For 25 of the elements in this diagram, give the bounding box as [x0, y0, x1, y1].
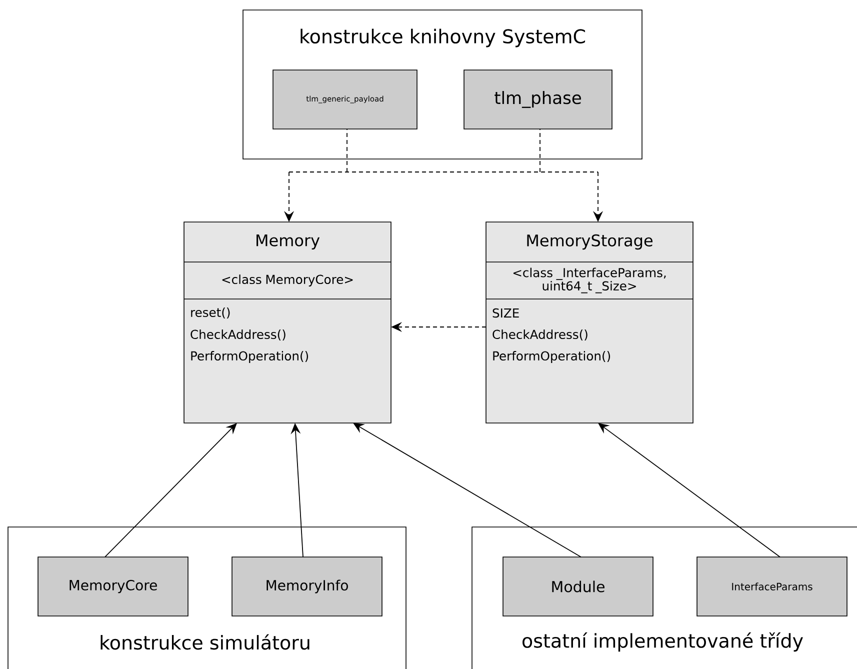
arrow	[598, 423, 780, 558]
class-box: InterfaceParams	[696, 556, 848, 616]
class-box: tlm_phase	[464, 70, 612, 130]
class-member: PerformOperation()	[493, 351, 610, 363]
template-parameter: <class _InterfaceParams, uint64_t _Size>	[513, 268, 666, 294]
class-box: Module	[502, 556, 654, 616]
class-box: MemoryCore	[38, 556, 188, 616]
group-frame	[472, 526, 857, 669]
group-title: konstrukce knihovny SystemC	[300, 28, 586, 48]
group-title: konstrukce simulátoru	[100, 634, 310, 650]
class-member: SIZE	[492, 308, 519, 318]
group-title: ostatní implementované třídy	[522, 632, 803, 652]
class-name: MemoryStorage	[527, 234, 652, 250]
class-member: CheckAddress()	[190, 330, 286, 340]
class-member: CheckAddress()	[492, 330, 588, 340]
group-frame	[242, 10, 642, 160]
template-parameter: <class MemoryCore>	[222, 274, 353, 286]
class-box	[184, 222, 392, 424]
class-member: PerformOperation()	[191, 351, 308, 363]
class-name: Memory	[256, 234, 320, 250]
class-box	[486, 222, 694, 424]
class-box: MemoryInfo	[232, 556, 382, 616]
group-frame	[8, 526, 406, 669]
class-member: reset()	[191, 308, 230, 318]
arrow	[104, 423, 237, 558]
